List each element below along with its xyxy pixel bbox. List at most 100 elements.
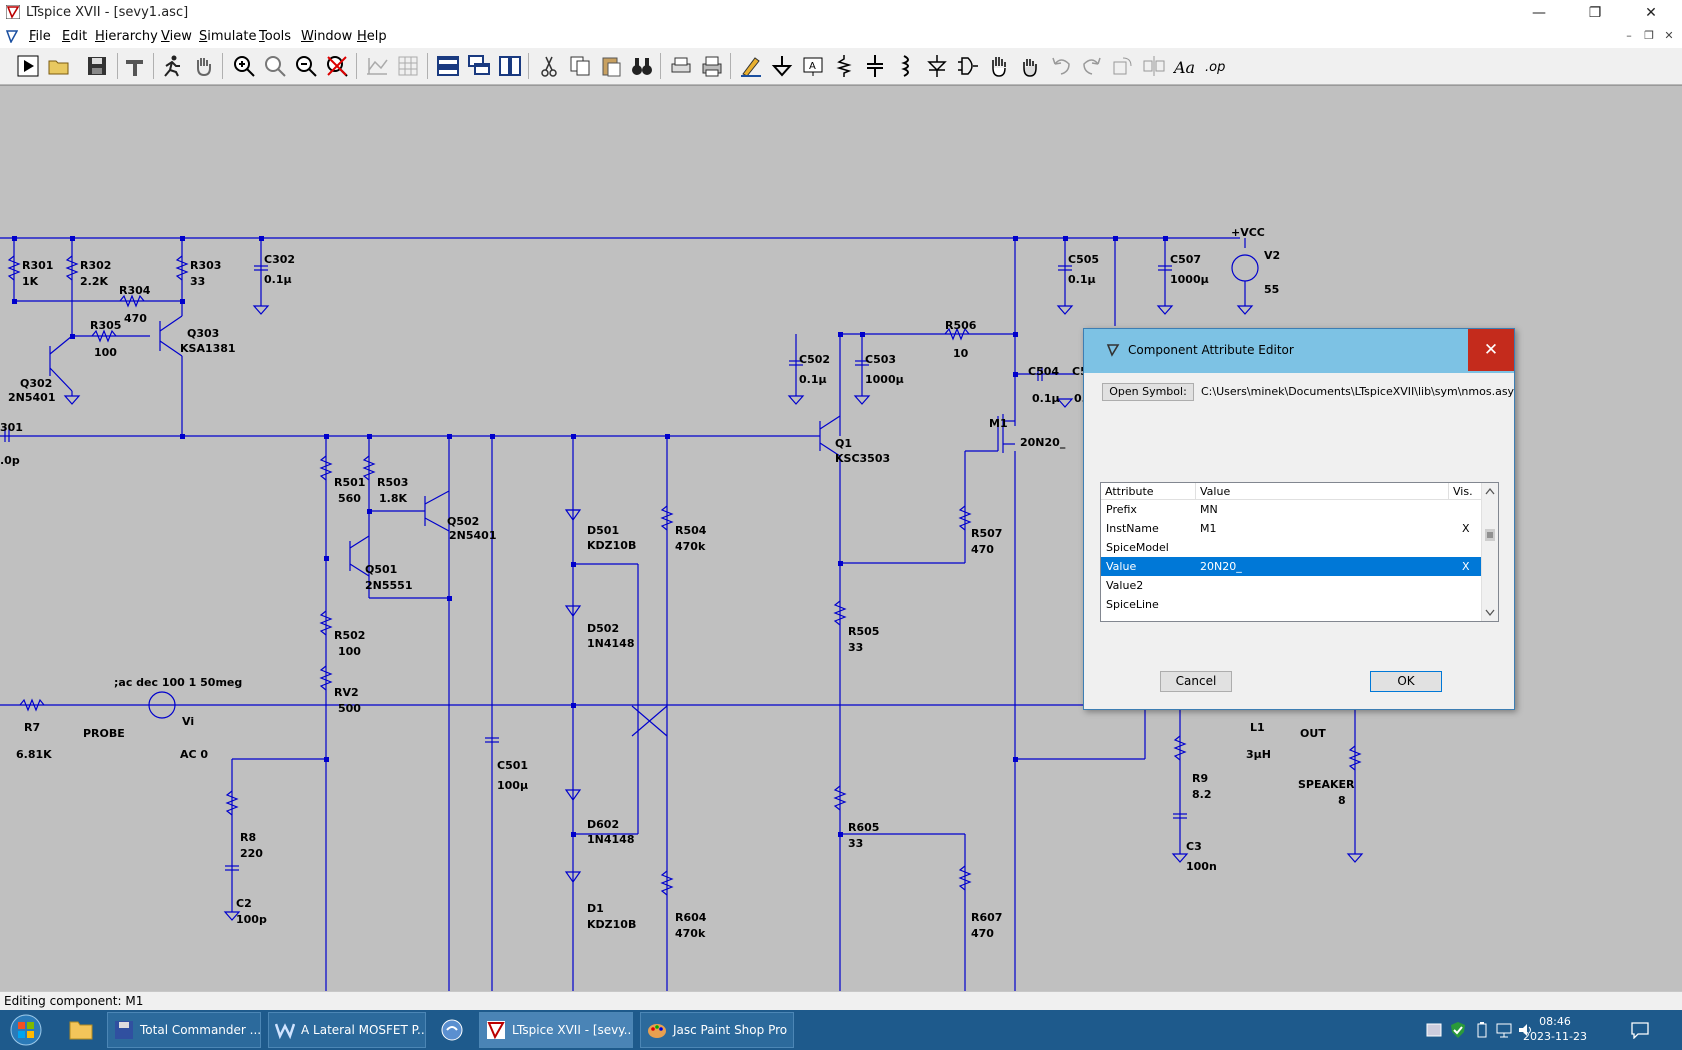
value-r502[interactable]: 100 xyxy=(338,645,361,658)
text-aa-icon[interactable]: Aa xyxy=(1173,54,1197,78)
value-speaker[interactable]: 8 xyxy=(1338,794,1346,807)
schematic-drawing[interactable]: R301 1K R302 2.2K R303 33 R304 470 R305 … xyxy=(0,86,1682,991)
label-r8[interactable]: R8 xyxy=(240,831,256,844)
component-gate-icon[interactable] xyxy=(956,54,980,78)
draw-wire-pencil-icon[interactable] xyxy=(739,54,763,78)
label-c503[interactable]: C503 xyxy=(865,353,896,366)
open-folder-icon[interactable] xyxy=(47,54,71,78)
value-r604[interactable]: 470k xyxy=(675,927,706,940)
attribute-value[interactable]: MN xyxy=(1200,503,1218,516)
mdi-restore-button[interactable]: ❐ xyxy=(1644,29,1654,42)
menu-window[interactable]: Window xyxy=(301,29,353,44)
value-c2[interactable]: 100p xyxy=(236,913,267,926)
battery-icon[interactable] xyxy=(1473,1021,1491,1039)
value-r9[interactable]: 8.2 xyxy=(1192,788,1212,801)
value-c302[interactable]: 0.1µ xyxy=(264,273,292,286)
taskbar-button-paint-shop-pro[interactable]: Jasc Paint Shop Pro xyxy=(640,1012,794,1048)
inductor-icon[interactable] xyxy=(894,54,918,78)
label-c302[interactable]: C302 xyxy=(264,253,295,266)
taskbar-button-word-document[interactable]: A Lateral MOSFET P... xyxy=(268,1012,426,1048)
value-r607[interactable]: 470 xyxy=(971,927,994,940)
attribute-value[interactable]: M1 xyxy=(1200,522,1217,535)
label-v2[interactable]: V2 xyxy=(1264,249,1280,262)
table-row[interactable]: Value2 xyxy=(1101,576,1481,595)
pan-hand-icon[interactable] xyxy=(192,54,216,78)
label-c2[interactable]: C2 xyxy=(236,897,252,910)
tile-horizontal-icon[interactable] xyxy=(436,54,460,78)
label-c505[interactable]: C505 xyxy=(1068,253,1099,266)
ok-button[interactable]: OK xyxy=(1370,671,1442,692)
value-q502[interactable]: 2N5401 xyxy=(449,529,496,542)
menu-help[interactable]: Help xyxy=(357,29,387,44)
label-rv2[interactable]: RV2 xyxy=(334,686,359,699)
value-q501[interactable]: 2N5551 xyxy=(365,579,412,592)
label-d502[interactable]: D502 xyxy=(587,622,619,635)
label-r507[interactable]: R507 xyxy=(971,527,1002,540)
attribute-value[interactable]: 20N20_ xyxy=(1200,560,1242,573)
label-vi[interactable]: Vi xyxy=(182,715,194,728)
speaker-volume-icon[interactable] xyxy=(1517,1021,1535,1039)
find-binoculars-icon[interactable] xyxy=(630,54,654,78)
value-r506[interactable]: 10 xyxy=(953,347,969,360)
tile-vertical-icon[interactable] xyxy=(498,54,522,78)
label-r302[interactable]: R302 xyxy=(80,259,111,272)
table-scrollbar[interactable] xyxy=(1481,483,1498,621)
spice-directive-op-icon[interactable]: .op xyxy=(1204,54,1228,78)
label-r501[interactable]: R501 xyxy=(334,476,365,489)
label-r607[interactable]: R607 xyxy=(971,911,1002,924)
value-r301[interactable]: 1K xyxy=(22,275,39,288)
label-r506[interactable]: R506 xyxy=(945,319,977,332)
value-r605[interactable]: 33 xyxy=(848,837,863,850)
value-r8[interactable]: 220 xyxy=(240,847,263,860)
move-hand-icon[interactable] xyxy=(987,54,1011,78)
label-r305[interactable]: R305 xyxy=(90,319,121,332)
clock[interactable]: 08:46 2023-11-23 xyxy=(1520,1014,1590,1044)
drag-hand-icon[interactable] xyxy=(1018,54,1042,78)
attribute-vis[interactable]: X xyxy=(1462,522,1470,535)
value-c301[interactable]: .0p xyxy=(0,454,20,467)
minimize-button[interactable]: — xyxy=(1532,5,1546,21)
value-r504[interactable]: 470k xyxy=(675,540,706,553)
value-r505[interactable]: 33 xyxy=(848,641,863,654)
zoom-in-icon[interactable] xyxy=(232,54,256,78)
label-vcc[interactable]: +VCC xyxy=(1231,226,1265,239)
close-button[interactable]: ✕ xyxy=(1645,5,1657,21)
value-c502[interactable]: 0.1µ xyxy=(799,373,827,386)
value-r507[interactable]: 470 xyxy=(971,543,994,556)
value-c503[interactable]: 1000µ xyxy=(865,373,904,386)
label-c301[interactable]: 301 xyxy=(0,421,23,434)
tray-app-icon[interactable] xyxy=(1425,1021,1443,1039)
diode-icon[interactable] xyxy=(925,54,949,78)
value-c3[interactable]: 100n xyxy=(1186,860,1217,873)
table-row[interactable]: InstName M1 X xyxy=(1101,519,1481,538)
zoom-out-icon[interactable] xyxy=(294,54,318,78)
value-m1[interactable]: 20N20_ xyxy=(1020,436,1066,449)
label-r7[interactable]: R7 xyxy=(24,721,40,734)
label-q501[interactable]: Q501 xyxy=(365,563,397,576)
value-r305[interactable]: 100 xyxy=(94,346,117,359)
taskbar-button-total-commander[interactable]: Total Commander ... xyxy=(107,1012,261,1048)
mdi-close-button[interactable]: ✕ xyxy=(1664,29,1674,42)
probe-running-man-icon[interactable] xyxy=(160,54,184,78)
menu-view[interactable]: View xyxy=(161,29,192,44)
ground-icon[interactable] xyxy=(770,54,794,78)
notifications-icon[interactable] xyxy=(1630,1021,1650,1039)
value-q1[interactable]: KSC3503 xyxy=(835,452,890,465)
capacitor-icon[interactable] xyxy=(863,54,887,78)
cancel-button[interactable]: Cancel xyxy=(1160,671,1232,692)
value-c5x[interactable]: 0. xyxy=(1074,392,1086,405)
label-speaker[interactable]: SPEAKER xyxy=(1298,778,1355,791)
column-header-attribute[interactable]: Attribute xyxy=(1101,483,1196,500)
network-icon[interactable] xyxy=(1495,1021,1513,1039)
paste-icon[interactable] xyxy=(599,54,623,78)
taskbar-button-ltspice[interactable]: LTspice XVII - [sevy... xyxy=(479,1012,633,1048)
value-d1[interactable]: KDZ10B xyxy=(587,918,636,931)
cut-scissors-icon[interactable] xyxy=(537,54,561,78)
label-r505[interactable]: R505 xyxy=(848,625,879,638)
label-r502[interactable]: R502 xyxy=(334,629,365,642)
value-r303[interactable]: 33 xyxy=(190,275,205,288)
value-q302[interactable]: 2N5401 xyxy=(8,391,55,404)
label-d1[interactable]: D1 xyxy=(587,902,604,915)
table-row-selected[interactable]: Value 20N20_ X xyxy=(1101,557,1481,576)
save-icon[interactable] xyxy=(85,54,109,78)
